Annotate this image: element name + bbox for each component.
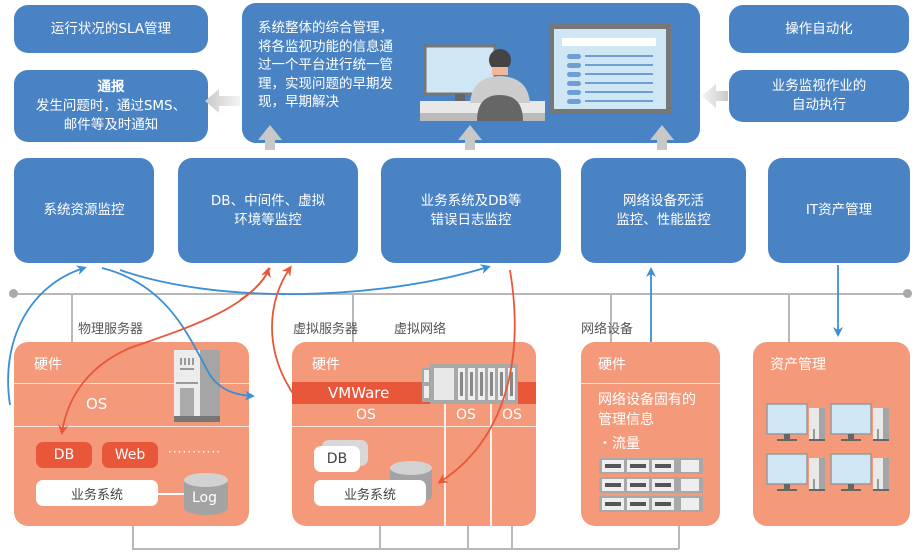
hardware-label: 硬件 (34, 357, 62, 373)
sla-management-box: 运行状况的SLA管理 (14, 5, 208, 53)
drop-line-asset (788, 293, 790, 343)
pc-icon (766, 453, 826, 492)
section-network-device: 网络设备 (581, 322, 634, 337)
network-switch-rack-icon (599, 458, 703, 512)
section-virtual-server: 虚拟服务器 (293, 322, 359, 337)
virtual-server-box: 硬件 VMWare OS OS OS DB 业务系统 (292, 342, 536, 526)
arrow-resource-to-errorlog (119, 264, 491, 295)
db-chip: DB (314, 446, 360, 472)
os-label-1: OS (356, 407, 376, 423)
bottom-drop-virtual-3 (511, 525, 513, 549)
central-management-box: 系统整体的综合管理， 将各监视功能的信息通 过一个平台进行统一管 理，实现问题的… (242, 3, 700, 143)
vm-divider-2 (490, 404, 492, 526)
monitor-label: DB、中间件、虚拟 环境等监控 (210, 192, 326, 228)
bottom-drop-virtual-2 (467, 525, 469, 549)
drop-line-virtual (352, 293, 354, 343)
monitor-it-asset: IT资产管理 (768, 158, 910, 263)
os-label: OS (86, 395, 108, 413)
notification-title: 通报 (97, 78, 125, 95)
monitor-label: 网络设备死活 监控、性能监控 (616, 192, 711, 228)
bottom-connector-line (132, 548, 679, 550)
monitor-label: IT资产管理 (805, 202, 873, 218)
operation-automation-box: 操作自动化 (729, 5, 909, 53)
monitor-system-resource: 系统资源监控 (14, 158, 154, 263)
operation-automation-label: 操作自动化 (785, 20, 853, 37)
blade-server-icon (422, 364, 518, 404)
monitor-network-device: 网络设备死活 监控、性能监控 (581, 158, 746, 263)
sla-management-label: 运行状况的SLA管理 (50, 20, 172, 37)
business-system-chip: 业务系统 (314, 480, 426, 506)
physical-server-box: 硬件 OS DB Web ··········· 业务系统 Log (14, 342, 249, 526)
pc-icon (830, 453, 890, 492)
web-chip: Web (102, 442, 158, 468)
bottom-drop-physical (132, 525, 134, 549)
divider (14, 426, 249, 427)
job-automation-box: 业务监视作业的 自动执行 (729, 70, 909, 122)
traffic-bullet: ・流量 (598, 436, 640, 452)
notification-box: 通报 发生问题时，通过SMS、 邮件等及时通知 (14, 70, 208, 142)
pc-icon (830, 403, 890, 442)
bus-end-dot-left (9, 289, 18, 298)
monitor-error-log: 业务系统及DB等 错误日志监控 (381, 158, 561, 263)
os-label-3: OS (502, 407, 522, 423)
log-database-icon (184, 473, 228, 515)
bus-end-dot-right (903, 289, 912, 298)
section-physical-server: 物理服务器 (78, 322, 144, 337)
operator-monitor-icon (420, 44, 545, 121)
vmware-label: VMWare (328, 384, 390, 402)
bottom-drop-virtual-1 (379, 525, 381, 549)
section-virtual-network: 虚拟网络 (394, 322, 447, 337)
arrow-left-to-notification (205, 89, 240, 113)
hardware-label: 硬件 (312, 357, 340, 373)
asset-management-box: 资产管理 (753, 342, 910, 526)
divider (292, 426, 536, 427)
log-label: Log (192, 490, 218, 506)
monitor-label: 系统资源监控 (43, 202, 125, 218)
bottom-drop-network (678, 525, 680, 549)
dashboard-screen-icon (549, 24, 671, 114)
os-label-2: OS (456, 407, 476, 423)
tower-server-icon (174, 350, 220, 422)
vm-divider-1 (444, 404, 446, 526)
network-device-box: 硬件 网络设备固有的 管理信息 ・流量 (581, 342, 720, 526)
pc-icons-group (766, 403, 890, 492)
db-chip: DB (36, 442, 92, 468)
connector (158, 493, 188, 495)
business-system-chip: 业务系统 (36, 480, 158, 506)
network-bus-line (13, 293, 907, 295)
network-info-text: 网络设备固有的 管理信息 (598, 392, 696, 428)
central-management-text: 系统整体的综合管理， 将各监视功能的信息通 过一个平台进行统一管 理，实现问题的… (258, 20, 393, 110)
pc-icon (766, 403, 826, 442)
arrow-middleware-from-db (239, 267, 271, 301)
drop-line-physical (71, 293, 73, 343)
asset-management-title: 资产管理 (770, 357, 826, 373)
notification-body: 发生问题时，通过SMS、 邮件等及时通知 (35, 97, 187, 133)
job-automation-label: 业务监视作业的 自动执行 (771, 78, 867, 113)
more-ellipsis: ··········· (168, 445, 221, 459)
monitor-db-middleware: DB、中间件、虚拟 环境等监控 (178, 158, 358, 263)
drop-line-network (610, 293, 612, 343)
arrow-left-from-job-automation (702, 84, 728, 108)
hardware-label: 硬件 (598, 357, 626, 373)
monitor-label: 业务系统及DB等 错误日志监控 (420, 192, 522, 228)
divider (581, 383, 720, 384)
